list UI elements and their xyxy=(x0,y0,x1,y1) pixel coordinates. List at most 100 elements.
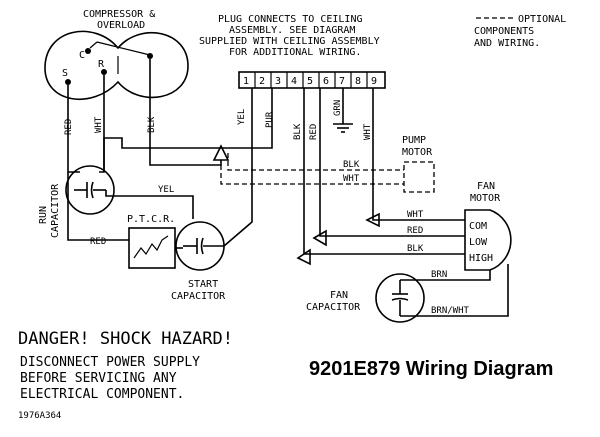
pump-motor: PUMP MOTOR xyxy=(402,135,435,193)
terminal-r-dot xyxy=(101,69,107,75)
quick-connect-2 xyxy=(365,212,380,228)
legend-line3: AND WIRING. xyxy=(474,38,540,49)
yellow-wire-run-to-start xyxy=(105,190,194,219)
ptcr-label: P.T.C.R. xyxy=(127,214,175,225)
ground-icon xyxy=(333,123,353,133)
fan-capacitor-label-2: CAPACITOR xyxy=(306,302,361,313)
wht-wire-label-left: WHT xyxy=(94,116,104,133)
overload-link-2 xyxy=(96,41,151,56)
start-capacitor-label-2: CAPACITOR xyxy=(171,291,226,302)
red-wire-label-left: RED xyxy=(64,119,74,135)
optional-blk-label: BLK xyxy=(343,160,360,170)
yellow-wire-plug xyxy=(223,94,253,247)
optional-blk-wire xyxy=(227,153,404,171)
overload-link xyxy=(89,41,98,49)
red-wire-label-ptcr: RED xyxy=(90,237,106,247)
plug-pin-2: 2 xyxy=(259,76,265,87)
yel-wire-label-run: YEL xyxy=(158,185,174,195)
yel-wire-label-plug: YEL xyxy=(237,109,247,125)
plug-pin-5: 5 xyxy=(307,76,313,87)
plug-pin-4: 4 xyxy=(291,76,297,87)
ptcr: P.T.C.R. xyxy=(127,214,176,269)
terminal-c-dot xyxy=(85,48,91,54)
fan-capacitor: FAN CAPACITOR xyxy=(306,273,425,323)
fan-motor-body xyxy=(464,209,512,271)
optional-wht-label: WHT xyxy=(343,174,360,184)
ptcr-box xyxy=(128,227,176,269)
purple-wire xyxy=(103,94,273,172)
fan-capacitor-label: FAN xyxy=(330,290,348,301)
plug-connector: 1 2 3 4 5 6 7 8 9 xyxy=(238,71,386,89)
blk-wire-label-plug: BLK xyxy=(293,123,303,140)
run-capacitor-label-2: CAPACITOR xyxy=(50,183,61,238)
warning-block: DANGER! SHOCK HAZARD! DISCONNECT POWER S… xyxy=(18,329,233,402)
compressor-label: COMPRESSOR & xyxy=(83,9,155,20)
plug-note-line1: PLUG CONNECTS TO CEILING xyxy=(218,14,363,25)
ptcr-resistor xyxy=(133,235,169,259)
danger-heading: DANGER! SHOCK HAZARD! xyxy=(18,329,233,349)
brn-wire-label: BRN xyxy=(431,270,447,280)
fan-motor: FAN MOTOR COM LOW HIGH xyxy=(464,181,512,271)
run-capacitor: RUN CAPACITOR xyxy=(38,165,115,238)
wht-wire-label-fan: WHT xyxy=(407,210,424,220)
fan-low-label: LOW xyxy=(469,237,488,248)
plug-pin-7: 7 xyxy=(339,76,345,87)
brn-wht-wire-label: BRN/WHT xyxy=(431,306,470,316)
diagram-title: 9201E879 Wiring Diagram xyxy=(309,358,553,380)
grn-wire-label-plug: GRN xyxy=(333,100,343,116)
terminal-r-label: R xyxy=(98,59,105,70)
fan-com-label: COM xyxy=(469,221,487,232)
plug-pin-9: 9 xyxy=(371,76,377,87)
pump-motor-box xyxy=(403,161,435,193)
plug-connector-box xyxy=(238,71,386,89)
brn-wht-wire xyxy=(400,264,509,317)
blk-wire-label-left: BLK xyxy=(147,116,157,133)
plug-pin-8: 8 xyxy=(355,76,361,87)
quick-connect-4 xyxy=(296,248,311,266)
quick-connect-3 xyxy=(312,229,327,247)
black-wire-compressor xyxy=(149,59,222,166)
run-capacitor-circle xyxy=(65,165,115,215)
fan-capacitor-circle xyxy=(375,273,425,323)
pump-motor-label-2: MOTOR xyxy=(402,147,433,158)
terminal-s-label: S xyxy=(62,68,68,79)
plug-pin-1: 1 xyxy=(243,76,249,87)
plug-note-line4: FOR ADDITIONAL WIRING. xyxy=(229,47,361,58)
plug-pin-6: 6 xyxy=(323,76,329,87)
compressor-outline xyxy=(44,30,189,100)
fan-motor-label-2: MOTOR xyxy=(470,193,501,204)
part-number: 1976A364 xyxy=(18,411,61,421)
warning-line2: BEFORE SERVICING ANY xyxy=(20,371,177,386)
plug-note-line2: ASSEMBLY. SEE DIAGRAM xyxy=(229,25,355,36)
plug-pin-3: 3 xyxy=(275,76,281,87)
pump-motor-label: PUMP xyxy=(402,135,426,146)
plug-note-line3: SUPPLIED WITH CEILING ASSEMBLY xyxy=(199,36,380,47)
brn-wire xyxy=(400,270,491,281)
fan-motor-label: FAN xyxy=(477,181,495,192)
legend: OPTIONAL COMPONENTS AND WIRING. xyxy=(474,14,566,49)
warning-line3: ELECTRICAL COMPONENT. xyxy=(20,387,184,402)
plug-note: PLUG CONNECTS TO CEILING ASSEMBLY. SEE D… xyxy=(199,14,380,58)
optional-wht-wire xyxy=(220,165,404,185)
wht-wire-label-plug: WHT xyxy=(363,123,373,140)
compressor-overload: COMPRESSOR & OVERLOAD C S R xyxy=(44,9,189,100)
start-capacitor: START CAPACITOR xyxy=(171,221,226,302)
terminal-s-dot xyxy=(65,79,71,85)
legend-line1: OPTIONAL xyxy=(518,14,566,25)
overload-label: OVERLOAD xyxy=(97,20,145,31)
start-capacitor-label: START xyxy=(188,279,218,290)
fan-high-label: HIGH xyxy=(469,253,493,264)
blk-wire-label-fan: BLK xyxy=(407,244,424,254)
red-wire-label-fan: RED xyxy=(407,226,423,236)
pur-wire-label-plug: PUR xyxy=(265,111,275,128)
terminal-c-label: C xyxy=(79,50,85,61)
legend-line2: COMPONENTS xyxy=(474,26,534,37)
run-capacitor-label: RUN xyxy=(38,206,49,224)
red-wire-label-plug: RED xyxy=(309,124,319,140)
quick-connect-1 xyxy=(212,144,230,161)
red-wire-run-to-ptcr xyxy=(67,172,129,241)
blk-wire-fan-high xyxy=(303,250,465,255)
red-wire-fan-low xyxy=(319,232,465,237)
warning-line1: DISCONNECT POWER SUPPLY xyxy=(20,355,200,370)
